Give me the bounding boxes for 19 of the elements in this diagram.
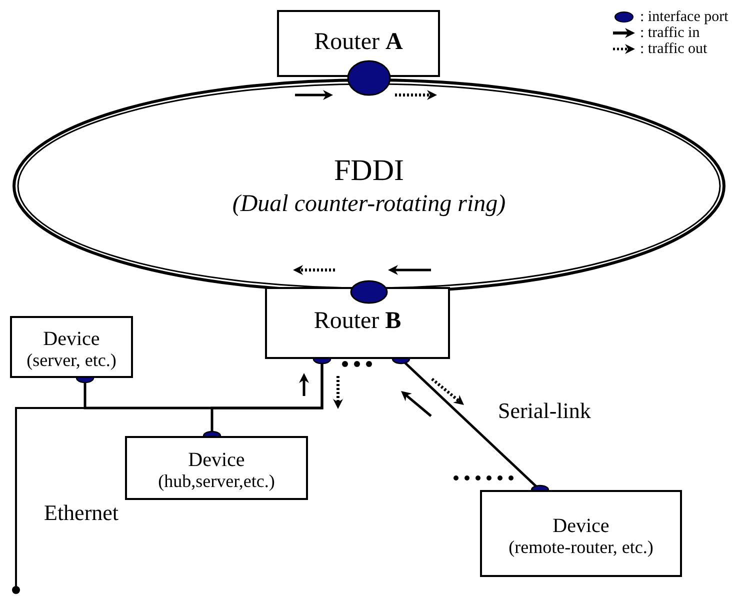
device-box [125,436,308,500]
device-label: Device [43,328,100,350]
ring-subtitle: (Dual counter-rotating ring) [232,190,506,219]
legend-text: : interface port [640,9,728,25]
router-label: Router B [314,307,402,335]
router-label: Router A [314,28,403,56]
network-label: Ethernet [44,500,119,526]
device-box [10,316,133,378]
device-box [480,490,682,577]
device-label: Device [188,449,245,471]
router-box [277,10,440,77]
device-description: (hub,server,etc.) [158,471,275,491]
ring-title: FDDI [334,153,404,189]
legend-text: : traffic in [640,25,700,41]
device-description: (server, etc.) [26,350,116,370]
device-label: Device [552,514,610,536]
router-box [265,287,450,359]
legend-text: : traffic out [640,41,708,57]
device-description: (remote-router, etc.) [508,536,654,556]
